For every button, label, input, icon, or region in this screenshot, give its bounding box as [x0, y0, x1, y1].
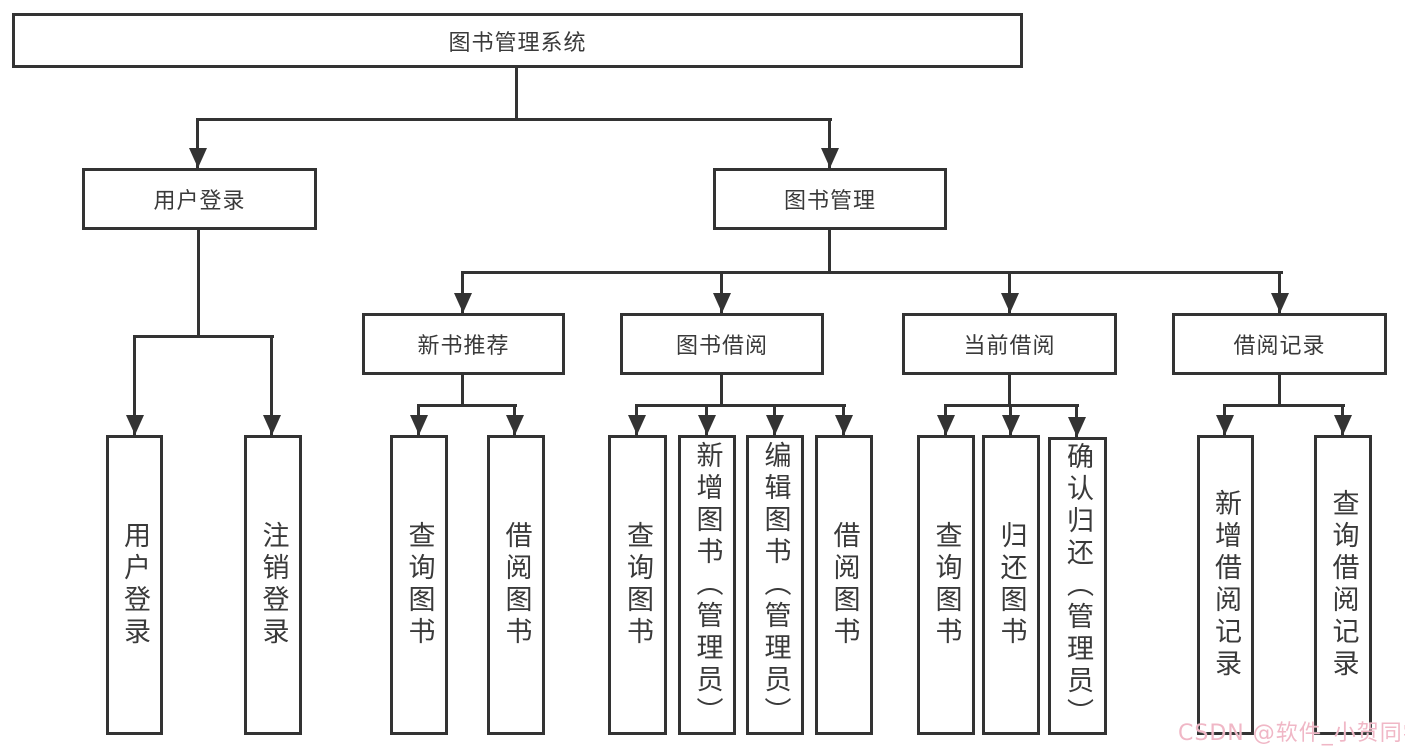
node-label: 图书管理 — [783, 189, 876, 214]
leaf-label: 确认归还（管理员） — [1062, 442, 1093, 730]
leaf-label: 查询图书 — [622, 521, 653, 649]
leaf-label: 用户登录 — [119, 521, 150, 649]
arrow-down-icon — [189, 148, 207, 168]
leaf-add-books-admin: 新增图书（管理员） — [678, 435, 736, 735]
leaf-label: 注销登录 — [257, 521, 289, 649]
arrow-down-icon — [698, 415, 716, 435]
connector-line — [720, 271, 723, 313]
leaf-query-books-borrowing: 查询图书 — [608, 435, 667, 735]
connector-line — [461, 374, 464, 407]
leaf-label: 新增借阅记录 — [1210, 489, 1241, 681]
csdn-watermark: CSDN @软件_小贺同学 — [1178, 721, 1405, 746]
leaf-label: 归还图书 — [995, 521, 1027, 649]
leaf-borrow-books-borrowing: 借阅图书 — [815, 435, 873, 735]
arrow-down-icon — [1271, 293, 1289, 313]
connector-line — [133, 335, 274, 338]
connector-line — [1008, 271, 1011, 313]
leaf-query-borrow-record: 查询借阅记录 — [1314, 435, 1372, 735]
connector-line — [720, 374, 723, 407]
leaf-query-books-recommend: 查询图书 — [390, 435, 448, 735]
leaf-label: 查询借阅记录 — [1327, 489, 1359, 681]
arrow-down-icon — [506, 415, 524, 435]
arrow-down-icon — [1001, 293, 1019, 313]
connector-line — [635, 404, 846, 407]
arrow-down-icon — [766, 415, 784, 435]
connector-line — [828, 118, 831, 168]
connector-line — [196, 118, 832, 121]
connector-line — [196, 118, 199, 168]
node-current-borrowing: 当前借阅 — [902, 313, 1117, 375]
arrow-down-icon — [713, 293, 731, 313]
leaf-label: 编辑图书（管理员） — [759, 441, 791, 729]
leaf-add-borrow-record: 新增借阅记录 — [1197, 435, 1254, 735]
leaf-return-books: 归还图书 — [982, 435, 1040, 735]
node-borrowing-records: 借阅记录 — [1172, 313, 1387, 375]
arrow-down-icon — [1216, 415, 1234, 435]
leaf-edit-books-admin: 编辑图书（管理员） — [746, 435, 804, 735]
arrow-down-icon — [1002, 415, 1020, 435]
leaf-user-login: 用户登录 — [106, 435, 163, 735]
leaf-label: 借阅图书 — [500, 521, 532, 649]
leaf-borrow-books-recommend: 借阅图书 — [487, 435, 545, 735]
node-book-management: 图书管理 — [713, 168, 947, 230]
node-user-login: 用户登录 — [82, 168, 317, 230]
connector-line — [417, 404, 517, 407]
connector-line — [270, 335, 273, 435]
node-label: 新书推荐 — [417, 334, 510, 359]
connector-line — [1278, 271, 1281, 313]
connector-line — [133, 335, 136, 435]
connector-line — [1278, 374, 1281, 407]
leaf-logout: 注销登录 — [244, 435, 302, 735]
arrow-down-icon — [1334, 415, 1352, 435]
node-label: 图书借阅 — [675, 334, 768, 359]
arrow-down-icon — [1068, 417, 1086, 437]
leaf-label: 新增图书（管理员） — [691, 441, 723, 729]
arrow-down-icon — [126, 415, 144, 435]
arrow-down-icon — [263, 415, 281, 435]
leaf-query-books-current: 查询图书 — [917, 435, 975, 735]
arrow-down-icon — [628, 415, 646, 435]
node-label: 借阅记录 — [1233, 334, 1326, 359]
connector-line — [1223, 404, 1345, 407]
node-new-book-recommendation: 新书推荐 — [362, 313, 565, 375]
connector-line — [461, 271, 1283, 274]
connector-line — [197, 229, 200, 338]
connector-line — [461, 271, 464, 313]
connector-line — [828, 229, 831, 274]
arrow-down-icon — [821, 148, 839, 168]
leaf-label: 查询图书 — [403, 521, 435, 649]
node-label: 图书管理系统 — [448, 30, 587, 56]
arrow-down-icon — [835, 415, 853, 435]
leaf-label: 查询图书 — [930, 521, 962, 649]
arrow-down-icon — [410, 415, 428, 435]
connector-line — [1008, 374, 1011, 407]
node-label: 用户登录 — [153, 189, 246, 214]
leaf-label: 借阅图书 — [828, 521, 860, 649]
node-label: 当前借阅 — [963, 334, 1056, 359]
arrow-down-icon — [454, 293, 472, 313]
leaf-confirm-return-admin: 确认归还（管理员） — [1048, 437, 1107, 735]
node-library-management-system: 图书管理系统 — [12, 13, 1023, 68]
node-book-borrowing: 图书借阅 — [620, 313, 824, 375]
arrow-down-icon — [937, 415, 955, 435]
connector-line — [515, 66, 518, 121]
